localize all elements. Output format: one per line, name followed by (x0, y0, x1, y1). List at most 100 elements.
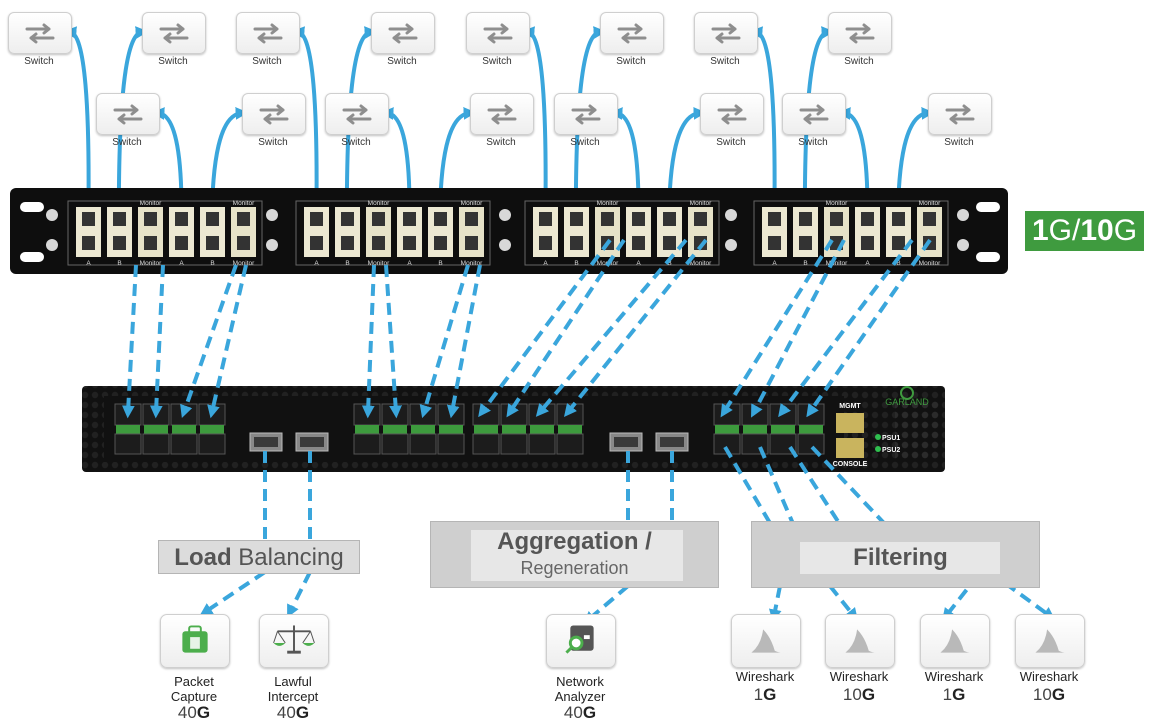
psu1-label: PSU1 (882, 435, 900, 442)
speed-number: 1 (753, 685, 764, 704)
switch-label: Switch (616, 56, 646, 67)
switch-arrows-icon (717, 104, 747, 125)
port-label: A (314, 260, 319, 267)
sfp-group-3-port (472, 433, 500, 455)
port-label: Monitor (461, 200, 484, 207)
switch-5 (466, 12, 530, 54)
screw-icon (266, 209, 278, 221)
rj45-port (465, 236, 478, 250)
switch-arrows-icon (845, 23, 875, 44)
switch-label: Switch (387, 56, 417, 67)
speed-number: 40 (276, 703, 296, 722)
port-label: Monitor (233, 200, 256, 207)
tool-label-line1: Wireshark (735, 669, 795, 684)
rj45-port (341, 236, 354, 250)
rj45-port (923, 212, 936, 226)
switch-arrows-icon (113, 104, 143, 125)
rj45-port (632, 212, 645, 226)
psu2-label: PSU2 (882, 447, 900, 454)
rj45-port (237, 236, 250, 250)
sfp-group-2-port (381, 433, 409, 455)
switch-7 (694, 12, 758, 54)
speed-number: 10 (842, 685, 862, 704)
port-label: B (574, 260, 578, 267)
sfp-group-3-port (528, 433, 556, 455)
switch-arrows-icon (799, 104, 829, 125)
switch-2 (142, 12, 206, 54)
sfp-group-2-port (409, 433, 437, 455)
sfp-group-3-port-link (558, 425, 582, 434)
rj45-port (206, 212, 219, 226)
rj45-port (861, 236, 874, 250)
rj45-port (144, 212, 157, 226)
wireshark-2-label: Wireshark (809, 669, 909, 684)
switch-13 (554, 93, 618, 135)
packet-capture-card (160, 614, 230, 668)
port-label: Monitor (368, 260, 391, 267)
switch-label: Switch (252, 56, 282, 67)
rj45-port (663, 236, 676, 250)
tool-label-line1: Packet (174, 674, 214, 689)
monitor-link (384, 264, 402, 419)
tool-label-line1: Lawful (274, 674, 312, 689)
switch-arrows-icon (945, 104, 975, 125)
sfp-group-1-port-link (172, 425, 196, 434)
switch-arrows-icon (483, 23, 513, 44)
switch-15 (782, 93, 846, 135)
switch-label: Switch (710, 56, 740, 67)
rj45-port (175, 236, 188, 250)
filtering-group: Filtering (751, 521, 1040, 588)
mounting-slot (20, 202, 44, 212)
monitor-link (778, 238, 914, 418)
wireshark-2-card (825, 614, 895, 668)
sfp-group-4-port (769, 403, 797, 426)
speed-number: 10 (1032, 685, 1052, 704)
port-label: Monitor (233, 260, 256, 267)
load-balancing-group: Load Balancing (158, 540, 360, 574)
tool-label-line2: Capture (170, 689, 218, 704)
monitor-link (121, 264, 138, 419)
screw-icon (499, 239, 511, 251)
rj45-port (403, 236, 416, 250)
wireshark-4-label: Wireshark (999, 669, 1099, 684)
sfp-group-4-port (797, 433, 825, 455)
port-label: Monitor (690, 260, 713, 267)
sfp-group-1-port (142, 433, 170, 455)
switch-label: Switch (482, 56, 512, 67)
sfp-group-3-port (472, 403, 500, 426)
panel-module (295, 200, 491, 266)
port-label: Monitor (140, 200, 163, 207)
tool-label-line1: Wireshark (1019, 669, 1079, 684)
switch-1 (8, 12, 72, 54)
mounting-slot (20, 252, 44, 262)
rj45-port (539, 236, 552, 250)
rj45-port (237, 212, 250, 226)
port-label: Monitor (461, 260, 484, 267)
sfp-group-2-port-link (439, 425, 463, 434)
port-label: A (865, 260, 870, 267)
rj45-port (799, 212, 812, 226)
wireshark-3-speed: 1G (904, 685, 1004, 705)
screw-icon (46, 209, 58, 221)
sfp-group-4-port-link (715, 425, 739, 434)
lawful-intercept-card (259, 614, 329, 668)
switch-9 (96, 93, 160, 135)
mgmt-label: MGMT (839, 403, 861, 410)
port-label: Monitor (826, 260, 849, 267)
wireshark-3-card (920, 614, 990, 668)
monitor-link (988, 570, 1056, 620)
aggregation-group: Aggregation / Regeneration (430, 521, 719, 588)
switch-arrows-icon (159, 23, 189, 44)
wireshark-4-card (1015, 614, 1085, 668)
console-port (836, 438, 864, 458)
switch-10 (242, 93, 306, 135)
speed-unit: G (582, 703, 597, 722)
switch-arrows-icon (388, 23, 418, 44)
wireshark-1-card (731, 614, 801, 668)
port-label: B (117, 260, 121, 267)
tool-label-line2: Intercept (267, 689, 319, 704)
switch-label: Switch (716, 137, 746, 148)
